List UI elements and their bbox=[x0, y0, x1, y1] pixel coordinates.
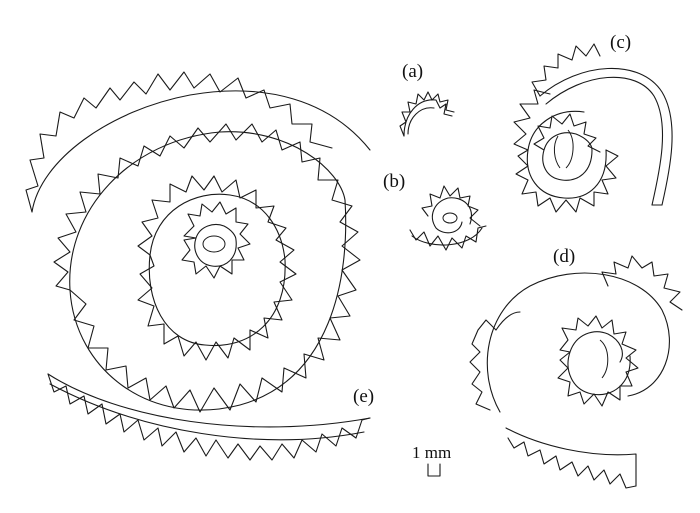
specimen-e-spiral-outer-arc bbox=[31, 90, 371, 213]
specimen-b-coil bbox=[431, 197, 472, 234]
specimen-b-core bbox=[442, 212, 458, 224]
specimen-e-broken-fragment-teeth bbox=[47, 373, 371, 461]
specimen-c-coil-inner-teeth bbox=[533, 113, 601, 153]
scale-bar-label: 1 mm bbox=[412, 443, 451, 462]
panel-label-a: (a) bbox=[402, 61, 423, 82]
specimen-d-broken-tail bbox=[505, 427, 637, 487]
specimen-e-broken-fragment bbox=[47, 373, 371, 428]
specimen-e-spiral-core bbox=[194, 223, 237, 267]
specimen-c bbox=[513, 43, 673, 213]
specimen-b-outer-teeth bbox=[409, 225, 487, 251]
specimen-a-inner bbox=[407, 107, 435, 135]
specimen-e-spiral-outer-arc-teeth bbox=[25, 71, 333, 213]
panel-label-c: (c) bbox=[610, 32, 631, 53]
specimen-a-teeth bbox=[399, 91, 455, 137]
specimen-a-outline bbox=[403, 99, 453, 137]
specimen-d-outer-teeth-right bbox=[601, 255, 683, 311]
specimen-e-initial-chamber bbox=[202, 235, 226, 253]
panel-label-b: (b) bbox=[383, 171, 405, 192]
specimen-d-protoconch bbox=[599, 339, 609, 379]
specimen-a bbox=[399, 91, 455, 137]
specimen-e-fragment-inner-edge bbox=[49, 383, 365, 441]
specimen-c-tail-teeth bbox=[531, 43, 601, 97]
specimen-c-coil-outer-teeth bbox=[513, 89, 619, 213]
scale-bar-mark bbox=[427, 463, 441, 477]
specimen-c-coil-outer bbox=[526, 110, 607, 199]
specimen-d-outer-whorl bbox=[486, 272, 670, 413]
specimen-d-coil bbox=[567, 331, 631, 396]
specimen-c-protoconch bbox=[553, 129, 574, 169]
specimen-c-tail bbox=[539, 67, 673, 206]
specimen-e bbox=[25, 71, 371, 461]
specimen-c-tail-inner bbox=[545, 76, 664, 206]
specimen-d-outer-teeth-left bbox=[469, 311, 521, 411]
specimen-c-coil-inner bbox=[542, 132, 593, 181]
specimen-d-broken-tail-teeth bbox=[507, 437, 637, 489]
specimen-d-coil-teeth bbox=[557, 315, 639, 407]
specimen-b-outer-arc bbox=[411, 227, 483, 246]
specimen-e-spiral-ring-3-teeth bbox=[137, 175, 297, 361]
scale-bar: 1 mm bbox=[412, 443, 451, 477]
panel-label-e: (e) bbox=[353, 386, 374, 407]
specimen-e-spiral-ring-2-teeth bbox=[53, 123, 361, 413]
specimen-d bbox=[469, 255, 683, 489]
specimen-e-spiral-core-teeth bbox=[181, 201, 251, 279]
specimen-b bbox=[409, 185, 487, 251]
specimen-e-spiral-ring-2 bbox=[69, 131, 347, 411]
specimen-b-coil-teeth bbox=[421, 185, 481, 227]
panel-label-d: (d) bbox=[553, 246, 575, 267]
